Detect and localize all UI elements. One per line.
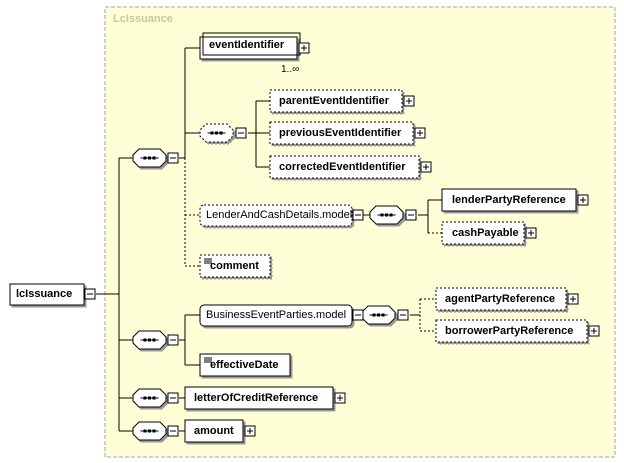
sequence-compositor-3[interactable] [132, 388, 179, 408]
effective-date-label: effectiveDate [210, 359, 279, 371]
amount-label: amount [194, 425, 234, 437]
business-group-box[interactable] [199, 304, 364, 327]
root-element-box[interactable] [9, 283, 85, 306]
cash-payable-label: cashPayable [452, 227, 519, 239]
cash-payable-element[interactable] [441, 221, 537, 245]
event-identifier-element[interactable] [199, 32, 310, 60]
sequence-compositor-1[interactable] [132, 148, 179, 168]
root-element-label: lcIssuance [16, 288, 73, 300]
lender-group-box[interactable] [199, 204, 364, 227]
optional-sequence-compositor[interactable] [199, 123, 247, 143]
business-group-label: BusinessEventParties.model [206, 309, 347, 321]
connectors [96, 47, 442, 432]
amount-element[interactable] [184, 419, 256, 443]
letter-of-credit-reference-element[interactable] [184, 386, 346, 410]
comment-element[interactable] [199, 254, 271, 278]
sequence-compositor-4[interactable] [132, 421, 179, 441]
agent-party-reference-label: agentPartyReference [445, 293, 556, 305]
previous-event-identifier-label: previousEventIdentifier [279, 127, 402, 139]
corrected-event-identifier-label: correctedEventIdentifier [279, 161, 406, 173]
agent-party-reference-element[interactable] [435, 287, 579, 311]
effective-date-element[interactable] [199, 353, 291, 377]
sequence-compositor-2[interactable] [132, 330, 179, 350]
container-title: LcIssuance [113, 13, 173, 25]
comment-label: comment [210, 260, 259, 272]
optional-connectors [184, 158, 442, 332]
letter-of-credit-reference-label: letterOfCreditReference [194, 392, 319, 404]
parent-event-identifier-label: parentEventIdentifier [279, 95, 390, 107]
lender-party-reference-element[interactable] [441, 188, 589, 212]
lender-group-label: LenderAndCashDetails.model [206, 209, 353, 221]
corrected-event-identifier-element[interactable] [269, 155, 432, 179]
multiplicity-label: 1..∞ [281, 64, 300, 75]
lender-party-reference-label: lenderPartyReference [452, 194, 566, 206]
previous-event-identifier-element[interactable] [269, 121, 426, 145]
event-identifier-label: eventIdentifier [209, 39, 285, 51]
lcissuance-container [104, 6, 616, 458]
borrower-party-reference-label: borrowerPartyReference [445, 325, 574, 337]
borrower-party-reference-element[interactable] [435, 319, 600, 343]
lender-sequence-compositor[interactable] [369, 205, 417, 225]
parent-event-identifier-element[interactable] [269, 89, 415, 113]
